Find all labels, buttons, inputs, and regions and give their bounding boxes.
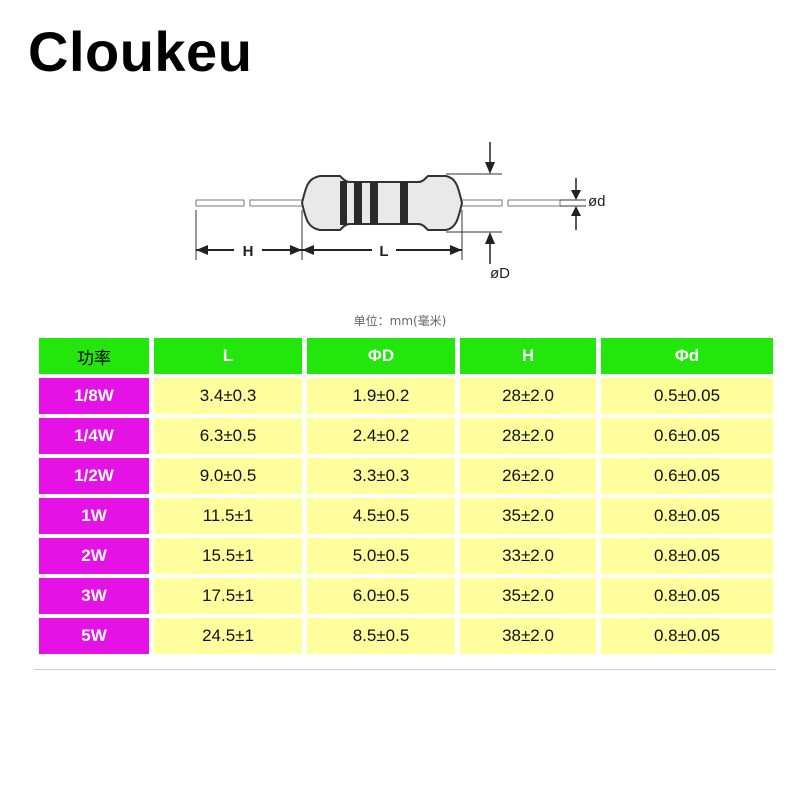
body-diameter-cell: 5.0±0.5 (307, 538, 455, 574)
lead-diameter-cell: 0.8±0.05 (601, 618, 773, 654)
color-band-4 (400, 182, 408, 224)
table-row: 1/2W 9.0±0.5 3.3±0.3 26±2.0 0.6±0.05 (39, 458, 773, 494)
right-lead-segment-1 (459, 199, 503, 207)
header-lead-length: H (460, 338, 596, 374)
lead-length-cell: 35±2.0 (460, 578, 596, 614)
header-lead-diameter: Φd (601, 338, 773, 374)
length-cell: 9.0±0.5 (154, 458, 302, 494)
lead-length-cell: 26±2.0 (460, 458, 596, 494)
left-lead-segment-1 (195, 199, 245, 207)
right-lead-segment-2 (507, 199, 561, 207)
power-cell: 3W (39, 578, 149, 614)
lead-length-cell: 33±2.0 (460, 538, 596, 574)
lead-length-cell: 28±2.0 (460, 378, 596, 414)
color-band-1 (340, 181, 347, 225)
h-label: H (243, 243, 254, 260)
header-power: 功率 (39, 338, 149, 374)
length-cell: 3.4±0.3 (154, 378, 302, 414)
body-diameter-cell: 2.4±0.2 (307, 418, 455, 454)
brand-title: Cloukeu (28, 20, 253, 83)
od-arrow-bottom (485, 232, 495, 244)
ld-arrow-top (571, 190, 581, 200)
color-band-3 (370, 182, 378, 224)
lead-length-cell: 28±2.0 (460, 418, 596, 454)
body-diameter-cell: 1.9±0.2 (307, 378, 455, 414)
h-arrow-right (290, 245, 302, 255)
table-header-row: 功率 L ΦD H Φd (39, 338, 773, 374)
length-cell: 6.3±0.5 (154, 418, 302, 454)
resistor-dimension-diagram: H L øD ød (190, 138, 620, 283)
length-cell: 15.5±1 (154, 538, 302, 574)
l-arrow-right (450, 245, 462, 255)
unit-note: 单位：mm(毫米) (353, 314, 447, 328)
ld-arrow-bottom (571, 206, 581, 216)
resistor-body (300, 175, 464, 231)
resistor-spec-table: 功率 L ΦD H Φd 1/8W 3.4±0.3 1.9±0.2 28±2.0… (34, 334, 778, 658)
power-cell: 2W (39, 538, 149, 574)
table-row: 2W 15.5±1 5.0±0.5 33±2.0 0.8±0.05 (39, 538, 773, 574)
body-diameter-cell: 8.5±0.5 (307, 618, 455, 654)
lead-diameter-cell: 0.5±0.05 (601, 378, 773, 414)
power-cell: 5W (39, 618, 149, 654)
length-cell: 17.5±1 (154, 578, 302, 614)
table-row: 3W 17.5±1 6.0±0.5 35±2.0 0.8±0.05 (39, 578, 773, 614)
lead-diameter-cell: 0.8±0.05 (601, 538, 773, 574)
power-cell: 1/2W (39, 458, 149, 494)
body-diameter-label: øD (490, 265, 510, 282)
table-bottom-rule (34, 669, 776, 670)
power-cell: 1W (39, 498, 149, 534)
color-band-2 (354, 182, 362, 224)
lead-length-cell: 38±2.0 (460, 618, 596, 654)
table-row: 1W 11.5±1 4.5±0.5 35±2.0 0.8±0.05 (39, 498, 773, 534)
h-arrow-left (196, 245, 208, 255)
header-body-diameter: ΦD (307, 338, 455, 374)
od-arrow-top (485, 162, 495, 174)
body-diameter-cell: 6.0±0.5 (307, 578, 455, 614)
lead-diameter-cell: 0.8±0.05 (601, 498, 773, 534)
length-cell: 24.5±1 (154, 618, 302, 654)
lead-diameter-cell: 0.6±0.05 (601, 458, 773, 494)
header-length: L (154, 338, 302, 374)
lead-diameter-cell: 0.6±0.05 (601, 418, 773, 454)
table-row: 1/8W 3.4±0.3 1.9±0.2 28±2.0 0.5±0.05 (39, 378, 773, 414)
lead-diameter-cell: 0.8±0.05 (601, 578, 773, 614)
l-arrow-left (302, 245, 314, 255)
body-diameter-cell: 4.5±0.5 (307, 498, 455, 534)
power-cell: 1/8W (39, 378, 149, 414)
length-cell: 11.5±1 (154, 498, 302, 534)
lead-diameter-label: ød (588, 193, 606, 210)
table-row: 1/4W 6.3±0.5 2.4±0.2 28±2.0 0.6±0.05 (39, 418, 773, 454)
power-cell: 1/4W (39, 418, 149, 454)
table-row: 5W 24.5±1 8.5±0.5 38±2.0 0.8±0.05 (39, 618, 773, 654)
l-label: L (379, 243, 388, 260)
lead-length-cell: 35±2.0 (460, 498, 596, 534)
left-lead-segment-2 (249, 199, 303, 207)
body-diameter-cell: 3.3±0.3 (307, 458, 455, 494)
